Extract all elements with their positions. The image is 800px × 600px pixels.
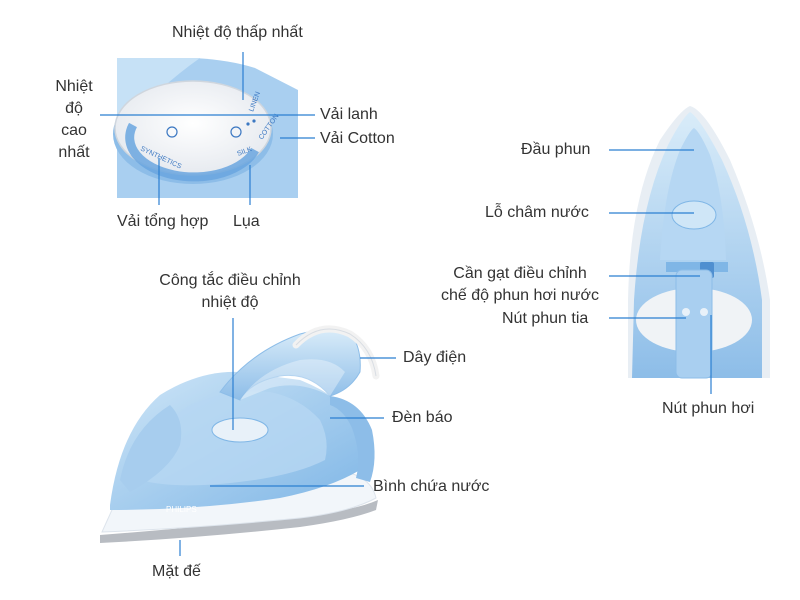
label-highest-temp-line4: nhất: [58, 144, 90, 161]
label-spray-nozzle: Đầu phun: [521, 141, 591, 158]
label-temp-switch-line1: Công tắc điều chỉnh: [159, 272, 301, 289]
label-water-tank: Bình chứa nước: [373, 478, 490, 495]
iron-top-view: [628, 106, 770, 379]
label-lowest-temp: Nhiệt độ thấp nhất: [172, 24, 303, 41]
iron-side-view: PHILIPS: [100, 328, 378, 543]
label-highest-temp-line2: độ: [65, 100, 83, 117]
label-linen: Vải lanh: [320, 106, 378, 123]
power-cord-outline: [295, 328, 377, 377]
label-highest-temp: Nhiệt độ cao nhất: [48, 76, 100, 164]
brand-text: PHILIPS: [166, 505, 197, 514]
label-soleplate: Mặt đế: [152, 563, 201, 580]
label-temp-switch: Công tắc điều chỉnh nhiệt độ: [140, 270, 320, 314]
label-water-fill-hole: Lỗ châm nước: [485, 204, 589, 221]
label-steam-lever-line2: chế độ phun hơi nước: [440, 287, 599, 304]
label-indicator-light: Đèn báo: [392, 409, 453, 426]
label-steam-button: Nút phun hơi: [662, 400, 755, 417]
dial-closeup: SYNTHETICS SILK COTTON LINEN: [113, 58, 298, 198]
label-synthetic: Vải tổng hợp: [117, 213, 209, 230]
label-highest-temp-line1: Nhiệt: [55, 78, 93, 95]
leader-lines: [100, 52, 712, 556]
label-temp-switch-line2: nhiệt độ: [201, 294, 259, 311]
dial-silk-text: SILK: [236, 146, 253, 158]
label-power-cord: Dây điện: [403, 349, 467, 366]
label-steam-lever: Cần gạt điều chỉnh chế độ phun hơi nước: [420, 263, 620, 307]
label-cotton: Vải Cotton: [320, 130, 395, 147]
label-spray-button: Nút phun tia: [502, 310, 589, 327]
label-silk: Lụa: [233, 213, 260, 230]
label-highest-temp-line3: cao: [61, 122, 87, 139]
label-steam-lever-line1: Cần gạt điều chỉnh: [453, 265, 587, 282]
